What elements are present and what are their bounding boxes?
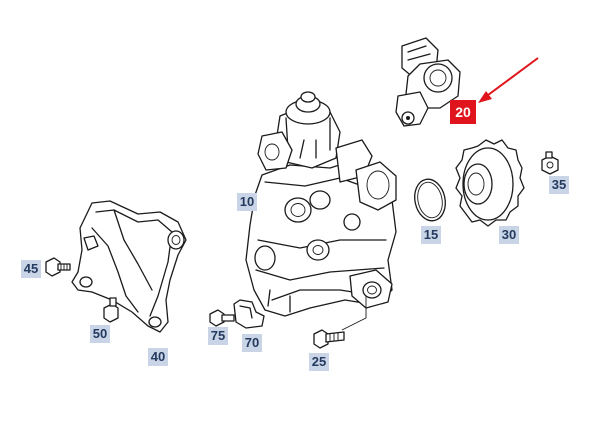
drive-gear-part[interactable] — [455, 139, 525, 227]
callout-20-highlighted[interactable]: 20 — [450, 100, 476, 124]
callout-30[interactable]: 30 — [499, 226, 519, 244]
clip-70-part[interactable] — [233, 299, 265, 329]
callout-40[interactable]: 40 — [148, 348, 168, 366]
highlight-arrow — [478, 57, 539, 103]
bolt-50-part[interactable] — [103, 297, 119, 323]
bolt-75-part[interactable] — [209, 309, 235, 327]
callout-35[interactable]: 35 — [549, 176, 569, 194]
bolt-45-part[interactable] — [45, 257, 71, 277]
callout-25[interactable]: 25 — [309, 353, 329, 371]
control-valve-part[interactable] — [395, 37, 461, 127]
callout-50[interactable]: 50 — [90, 325, 110, 343]
callout-75[interactable]: 75 — [208, 327, 228, 345]
leader-line-25 — [341, 296, 367, 331]
high-pressure-pump-body[interactable] — [245, 91, 397, 317]
callout-70[interactable]: 70 — [242, 334, 262, 352]
o-ring-part[interactable] — [411, 176, 449, 223]
nut-35-part[interactable] — [541, 151, 559, 175]
mounting-bracket-part[interactable] — [71, 200, 187, 333]
callout-10[interactable]: 10 — [237, 193, 257, 211]
callout-15[interactable]: 15 — [421, 226, 441, 244]
callout-45[interactable]: 45 — [21, 260, 41, 278]
bolt-25-part[interactable] — [313, 329, 345, 349]
